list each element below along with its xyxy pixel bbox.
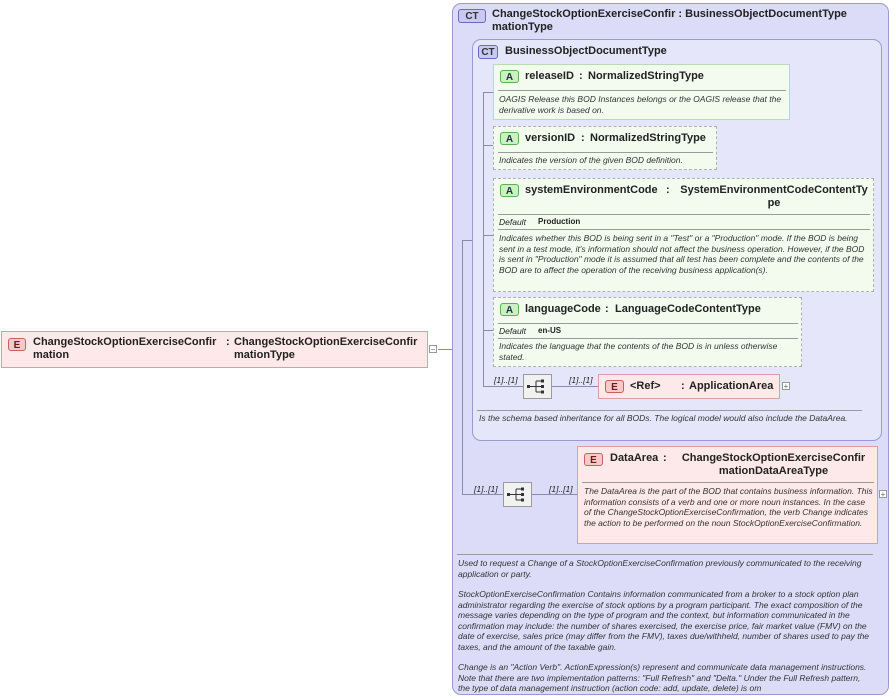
attribute-name: releaseID xyxy=(525,70,574,82)
element-name: DataArea xyxy=(610,452,659,464)
complex-type-badge-icon: CT xyxy=(478,45,498,59)
element-documentation: The DataArea is the part of the BOD that… xyxy=(584,486,873,528)
attribute-release-id[interactable]: A releaseID : NormalizedStringType OAGIS… xyxy=(493,64,790,120)
element-badge-icon: E xyxy=(584,453,603,466)
attribute-badge-icon: A xyxy=(500,132,519,145)
attribute-badge-icon: A xyxy=(500,303,519,316)
sequence-compositor-icon[interactable] xyxy=(503,482,532,507)
attribute-type: SystemEnvironmentCodeContentTy pe xyxy=(680,184,868,209)
attribute-type: NormalizedStringType xyxy=(590,132,706,144)
expand-plus-icon[interactable]: + xyxy=(782,382,790,391)
attribute-documentation: Indicates the version of the given BOD d… xyxy=(499,155,683,165)
sequence-glyph-icon xyxy=(527,379,544,394)
inner-type-documentation: Is the schema based inheritance for all … xyxy=(479,413,848,423)
element-badge-icon: E xyxy=(8,338,26,351)
cardinality-label: [1]..[1] xyxy=(494,375,518,385)
element-type: ChangeStockOptionExerciseConfir mationDa… xyxy=(681,452,866,477)
attribute-system-environment-code[interactable]: A systemEnvironmentCode : SystemEnvironm… xyxy=(493,178,874,292)
cardinality-label: [1]..[1] xyxy=(474,484,498,494)
attribute-documentation: Indicates whether this BOD is being sent… xyxy=(499,233,865,275)
attribute-name: systemEnvironmentCode xyxy=(525,184,658,196)
outer-type-documentation: Used to request a Change of a StockOptio… xyxy=(458,558,870,693)
inner-connector-vertical xyxy=(483,92,484,387)
inner-type-title: BusinessObjectDocumentType xyxy=(505,45,667,57)
element-type: ApplicationArea xyxy=(689,380,774,392)
attribute-version-id[interactable]: A versionID : NormalizedStringType Indic… xyxy=(493,126,717,170)
attribute-badge-icon: A xyxy=(500,70,519,83)
attribute-badge-icon: A xyxy=(500,184,519,197)
attribute-name: versionID xyxy=(525,132,576,144)
expand-plus-icon[interactable]: + xyxy=(879,490,887,499)
attribute-type: LanguageCodeContentType xyxy=(615,303,761,315)
cardinality-label: [1]..[1] xyxy=(549,484,573,494)
element-colon: : xyxy=(681,380,685,392)
attribute-colon: : xyxy=(581,132,585,144)
attribute-type: NormalizedStringType xyxy=(588,70,704,82)
sequence-compositor-icon[interactable] xyxy=(523,374,552,399)
default-value: Production xyxy=(538,217,581,226)
default-label: Default xyxy=(499,326,526,336)
data-area-element[interactable]: E DataArea : ChangeStockOptionExerciseCo… xyxy=(577,446,878,544)
attribute-colon: : xyxy=(605,303,609,315)
attribute-colon: : xyxy=(666,184,670,196)
attribute-name: languageCode xyxy=(525,303,601,315)
root-element-name: ChangeStockOptionExerciseConfir mation xyxy=(33,336,217,361)
root-element-type: ChangeStockOptionExerciseConfir mationTy… xyxy=(234,336,418,361)
root-connector-line xyxy=(438,349,462,350)
element-ref-name: <Ref> xyxy=(630,380,661,392)
element-badge-icon: E xyxy=(605,380,624,393)
cardinality-label: [1]..[1] xyxy=(569,375,593,385)
complex-type-badge-icon: CT xyxy=(458,9,486,23)
application-area-element[interactable]: E <Ref> : ApplicationArea xyxy=(598,374,780,399)
attribute-documentation: OAGIS Release this BOD Instances belongs… xyxy=(499,94,782,115)
attribute-documentation: Indicates the language that the contents… xyxy=(499,341,778,362)
root-collapse-icon[interactable]: − xyxy=(429,345,437,354)
default-value: en-US xyxy=(538,326,562,335)
element-colon: : xyxy=(663,452,667,464)
outer-connector-vertical xyxy=(462,240,463,494)
default-label: Default xyxy=(499,217,526,227)
root-element-colon: : xyxy=(226,336,230,348)
outer-type-title: ChangeStockOptionExerciseConfir : Busine… xyxy=(492,8,847,33)
root-element-box[interactable]: E ChangeStockOptionExerciseConfir mation… xyxy=(1,331,428,368)
attribute-language-code[interactable]: A languageCode : LanguageCodeContentType… xyxy=(493,297,802,367)
sequence-glyph-icon xyxy=(507,487,524,502)
attribute-colon: : xyxy=(579,70,583,82)
outer-connector-to-inner xyxy=(462,240,472,241)
